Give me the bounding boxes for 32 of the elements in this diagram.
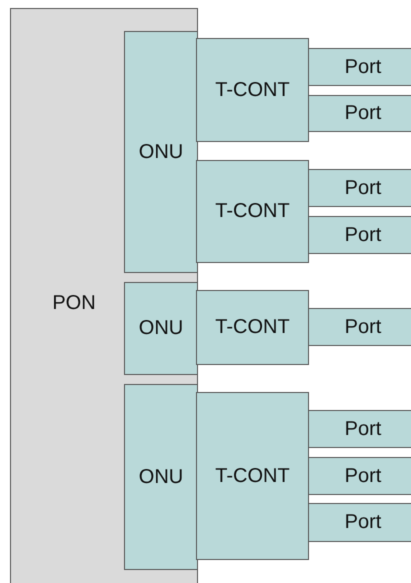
container-box [196,392,309,560]
port-box [308,410,411,448]
port-box [308,308,411,346]
container-box [196,160,309,263]
node-label: Port [344,464,382,488]
node-label: T-CONT [215,200,290,223]
node-label: Port [344,176,382,200]
node-label: ONU [138,317,184,340]
container-box [196,290,309,365]
node-label: Port [344,102,382,125]
port-box [308,169,411,207]
port-box [308,503,411,542]
node-label: Port [344,56,382,78]
node-label: T-CONT [215,78,290,102]
group-panel [10,8,198,583]
node-label: Port [344,224,382,246]
node-label: PON [52,292,96,314]
port-box [308,95,411,132]
port-box [308,48,411,86]
node-label: Port [344,316,382,338]
unit-box [124,384,198,570]
node-label: T-CONT [215,464,290,488]
node-label: ONU [138,466,184,488]
node-label: Port [344,511,382,534]
unit-box [124,31,198,273]
unit-box [124,282,198,375]
node-label: T-CONT [215,316,290,339]
node-label: Port [344,418,382,440]
port-box [308,457,411,495]
container-box [196,38,309,142]
port-box [308,216,411,254]
node-label: ONU [138,140,184,164]
